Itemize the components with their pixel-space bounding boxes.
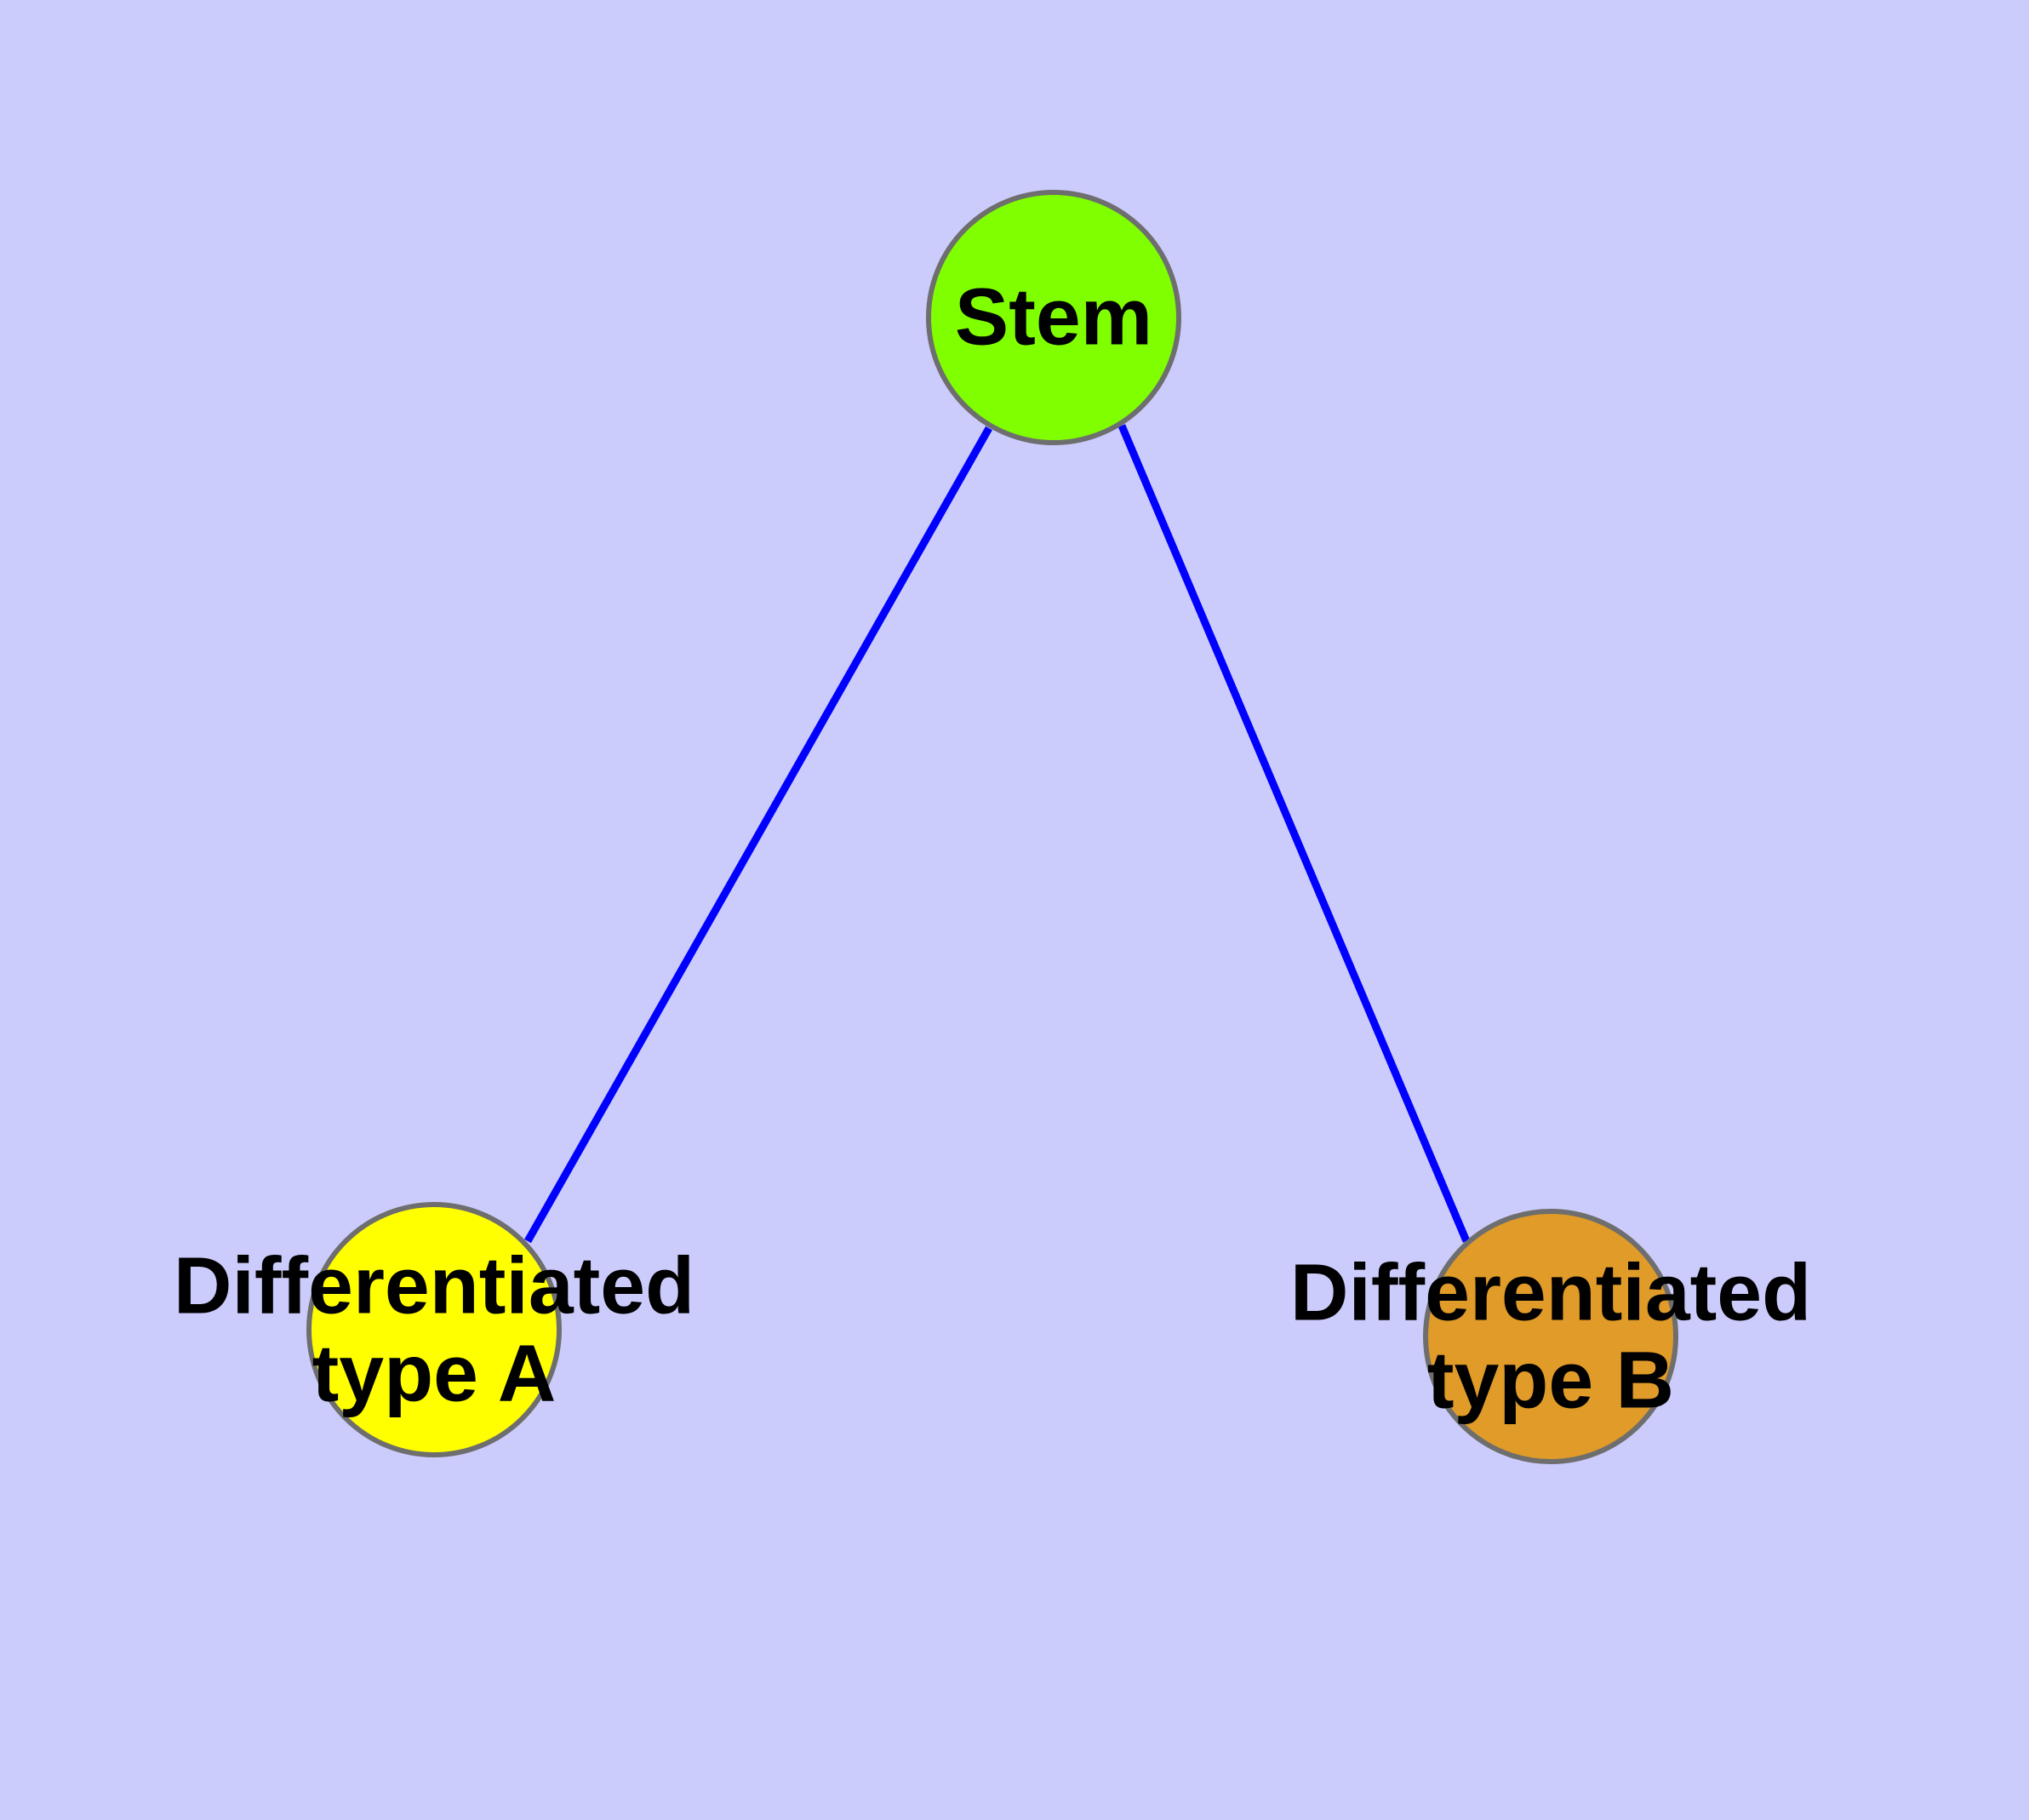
edge-stem-to-diff-a <box>524 426 992 1244</box>
node-stem-label: Stem <box>955 274 1152 362</box>
edge-stem-to-diff-b <box>1117 424 1471 1243</box>
node-stem[interactable]: Stem <box>926 190 1181 445</box>
node-label-line: Stem <box>954 272 1153 363</box>
